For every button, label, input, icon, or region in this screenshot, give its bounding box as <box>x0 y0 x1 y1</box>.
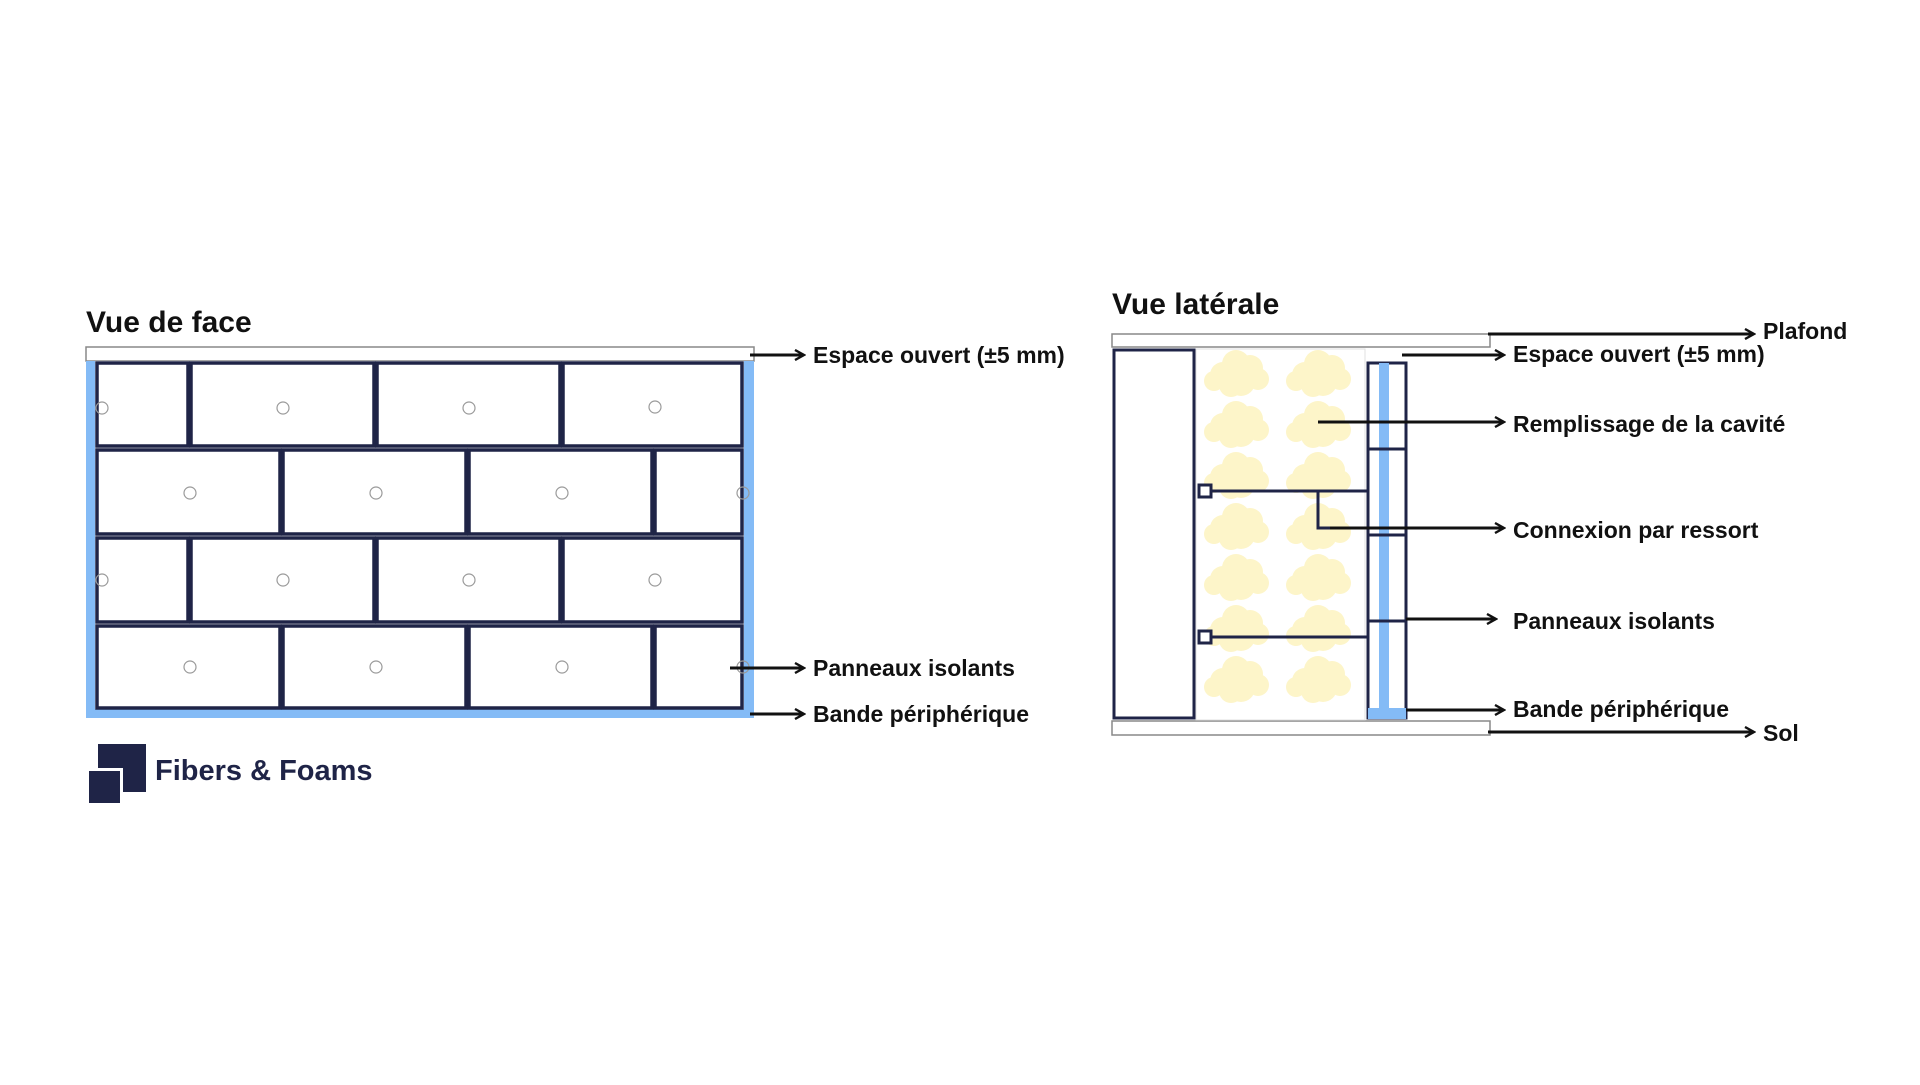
front-panel <box>95 361 190 448</box>
side-label-ceiling: Plafond <box>1763 318 1847 344</box>
front-panel <box>375 536 562 624</box>
fixing-dot <box>648 400 662 414</box>
fixing-dot <box>736 486 750 500</box>
front-label-insulation-panels: Panneaux isolants <box>813 655 1015 681</box>
brand-name: Fibers & Foams <box>155 755 373 787</box>
fixing-dot <box>462 573 476 587</box>
side-label-floor: Sol <box>1763 720 1799 746</box>
stacked-squares-logo <box>86 744 146 806</box>
front-panel <box>467 448 654 536</box>
front-panel <box>467 624 654 710</box>
side-label-open-gap: Espace ouvert (±5 mm) <box>1513 341 1765 367</box>
front-panel <box>561 536 744 624</box>
spring-connections <box>1197 483 1368 645</box>
fixing-dot <box>462 401 476 415</box>
side-label-cavity-fill: Remplissage de la cavité <box>1513 411 1785 437</box>
front-panel <box>281 624 468 710</box>
front-panel <box>375 361 562 448</box>
front-panel <box>95 624 282 710</box>
front-view-title: Vue de face <box>86 306 252 339</box>
front-panel <box>653 448 744 536</box>
side-view-title: Vue latérale <box>1112 288 1279 321</box>
fixing-dot <box>183 660 197 674</box>
side-label-insulation-panels: Panneaux isolants <box>1513 608 1715 634</box>
side-view: Vue latérale <box>1111 288 1847 746</box>
front-insulation-panels <box>95 361 744 710</box>
front-panel <box>561 361 744 448</box>
brand-logo: Fibers & Foams <box>86 744 373 806</box>
front-label-open-gap: Espace ouvert (±5 mm) <box>813 342 1065 368</box>
front-panel <box>653 624 744 710</box>
front-panel <box>95 448 282 536</box>
fixing-dot <box>183 486 197 500</box>
fixing-dot <box>648 573 662 587</box>
front-fixing-dots <box>95 400 750 674</box>
front-label-perimeter-strip: Bande périphérique <box>813 701 1029 727</box>
fixing-dot <box>369 486 383 500</box>
front-panel <box>95 536 190 624</box>
side-label-spring-connection: Connexion par ressort <box>1513 517 1759 543</box>
fixing-dot <box>369 660 383 674</box>
fixing-dot <box>95 573 109 587</box>
ceiling-slab <box>1111 333 1491 348</box>
fixing-dot <box>276 401 290 415</box>
floor-slab <box>1111 720 1491 736</box>
side-perimeter-band <box>1368 708 1406 719</box>
front-panel <box>189 536 376 624</box>
side-label-perimeter-strip: Bande périphérique <box>1513 696 1729 722</box>
side-insulation-panels <box>1366 361 1408 720</box>
side-perimeter-band-vertical <box>1379 363 1389 718</box>
front-view: Vue de face <box>85 306 1065 727</box>
fixing-dot <box>95 401 109 415</box>
existing-wall <box>1112 348 1196 720</box>
front-panel <box>281 448 468 536</box>
fixing-dot <box>555 486 569 500</box>
fixing-dot <box>555 660 569 674</box>
front-open-gap-strip <box>85 346 755 362</box>
front-panel <box>189 361 376 448</box>
fixing-dot <box>276 573 290 587</box>
